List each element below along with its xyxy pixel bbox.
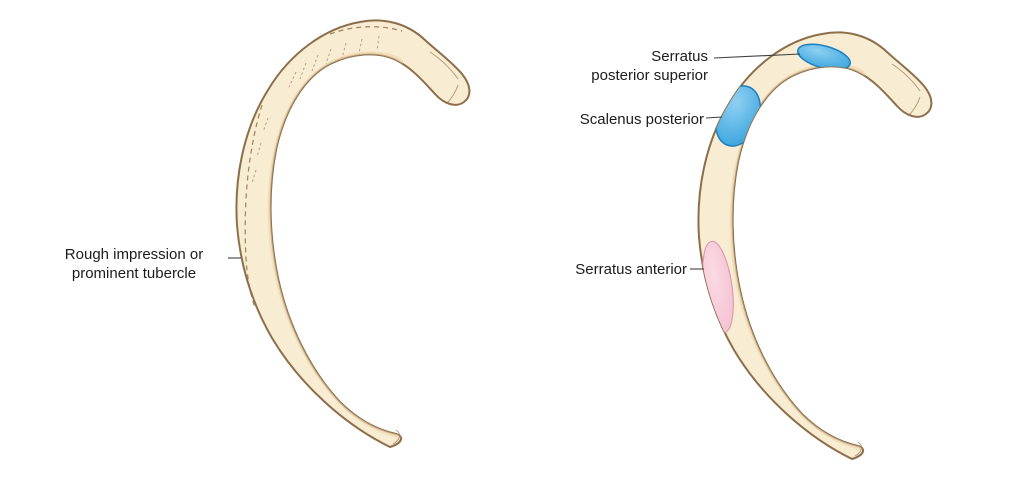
rough-impression-dashed-line	[244, 104, 263, 309]
left-rib-figure	[236, 20, 469, 447]
rough-impression-label-line1: Rough impression or	[64, 246, 204, 263]
top-border-dashed-line	[329, 26, 403, 35]
right-rib-bone	[698, 32, 931, 459]
rough-impression-label-line2: prominent tubercle	[71, 265, 197, 282]
serratus-posterior-superior-label-line1: Serratus	[651, 48, 708, 65]
rough-impression-label: Rough impression or prominent tubercle	[44, 245, 224, 283]
serratus-posterior-superior-label: Serratus posterior superior	[540, 47, 708, 85]
left-rib-bone	[236, 20, 469, 447]
rough-impression-hatching	[251, 35, 380, 184]
scalenus-posterior-leader-line	[705, 116, 723, 119]
serratus-posterior-superior-leader-line	[713, 53, 801, 59]
serratus-posterior-superior-label-line2: posterior superior	[591, 67, 708, 84]
scalenus-posterior-label: Scalenus posterior	[579, 111, 704, 128]
right-rib-figure	[698, 32, 932, 459]
serratus-anterior-label: Serratus anterior	[575, 261, 687, 278]
